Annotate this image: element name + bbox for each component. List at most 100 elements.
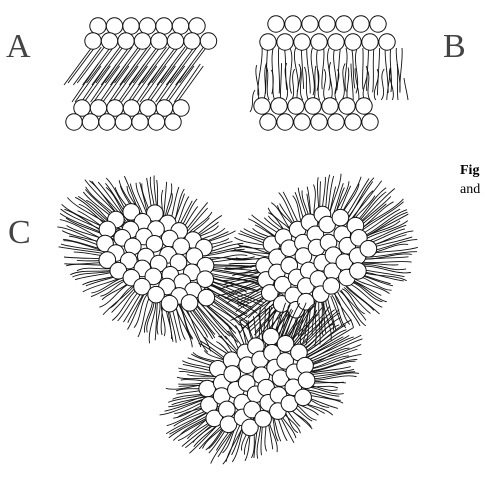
lipid-tail: [290, 48, 292, 94]
lipid-head: [336, 16, 352, 32]
panel-b-bilayer: [250, 16, 408, 130]
lipid-tail: [340, 291, 366, 326]
lipid-tail: [292, 69, 295, 100]
lipid-tail: [271, 70, 274, 100]
lipid-tail: [303, 325, 346, 354]
lipid-head: [271, 98, 287, 114]
lipid-head: [167, 33, 183, 49]
lipid-head: [332, 209, 349, 226]
lipid-head: [350, 263, 367, 280]
lipid-head: [184, 33, 200, 49]
panel-label-a: A: [6, 30, 31, 64]
lipid-head: [302, 16, 318, 32]
panel-label-b: B: [443, 30, 466, 64]
lipid-head: [101, 33, 117, 49]
lipid-tail: [297, 68, 301, 100]
panel-c-micelle-cluster: [57, 174, 418, 464]
lipid-head: [294, 34, 310, 50]
lipid-head: [298, 293, 315, 310]
lipid-tail: [347, 67, 349, 100]
lipid-tail: [346, 286, 380, 314]
lipid-head: [260, 114, 276, 130]
lipid-head: [156, 18, 172, 34]
lipid-head: [198, 289, 215, 306]
lipid-head: [285, 16, 301, 32]
lipid-head: [362, 34, 378, 50]
lipid-tail: [304, 67, 308, 100]
lipid-head: [255, 411, 272, 428]
lipid-head: [106, 18, 122, 34]
lipid-head: [328, 34, 344, 50]
lipid-head: [370, 16, 386, 32]
lipid-head: [288, 98, 304, 114]
lipid-head: [362, 114, 378, 130]
lipid-head: [319, 16, 335, 32]
lipid-tail: [400, 48, 402, 93]
lipid-tail: [381, 69, 384, 100]
panel-a-bilayer: [64, 18, 217, 130]
figure-caption-title: Fig: [460, 164, 479, 178]
lipid-head: [151, 33, 167, 49]
lipid-head: [322, 98, 338, 114]
lipid-head: [139, 18, 155, 34]
lipid-head: [115, 114, 131, 130]
lipid-head: [199, 380, 216, 397]
lipid-head: [311, 114, 327, 130]
lipid-head: [379, 34, 395, 50]
lipid-head: [118, 33, 134, 49]
lipid-tail: [149, 298, 156, 343]
lipid-tail: [385, 48, 388, 93]
lipid-head: [161, 295, 178, 312]
lipid-tail: [397, 64, 398, 100]
lipid-head: [200, 33, 216, 49]
lipid-head: [148, 114, 164, 130]
lipid-tail: [91, 277, 126, 293]
lipid-tail: [404, 78, 408, 100]
lipid-head: [294, 114, 310, 130]
lipid-head: [345, 34, 361, 50]
lipid-head: [353, 16, 369, 32]
figure-caption-text: and: [460, 183, 480, 197]
lipid-tail: [345, 48, 347, 91]
panel-label-c: C: [8, 216, 31, 250]
lipid-head: [305, 98, 321, 114]
lipid-tail: [362, 262, 412, 263]
lipid-head: [165, 114, 181, 130]
lipid-head: [189, 18, 205, 34]
lipid-head: [219, 401, 236, 418]
lipid-head: [356, 98, 372, 114]
lipid-head: [311, 34, 327, 50]
lipid-tail: [322, 48, 324, 89]
lipid-head: [134, 33, 150, 49]
lipid-head: [268, 16, 284, 32]
lipid-head: [99, 114, 115, 130]
lipid-head: [90, 18, 106, 34]
lipid-tail: [294, 48, 298, 92]
lipid-head: [323, 278, 340, 295]
lipid-head: [85, 33, 101, 49]
lipid-tail: [373, 48, 374, 92]
lipid-head: [224, 366, 241, 383]
lipid-tail: [350, 282, 382, 302]
lipid-head: [260, 34, 276, 50]
lipid-head: [66, 114, 82, 130]
lipid-head: [277, 114, 293, 130]
lipid-head: [82, 114, 98, 130]
lipid-head: [298, 372, 315, 389]
lipid-tail: [363, 48, 364, 89]
lipid-tail: [301, 48, 303, 89]
lipid-head: [360, 240, 377, 257]
lipid-head: [339, 98, 355, 114]
lipid-head: [123, 18, 139, 34]
lipid-head: [345, 114, 361, 130]
lipid-tail: [307, 48, 311, 94]
lipid-head: [277, 34, 293, 50]
lipid-tail: [278, 48, 279, 93]
lipid-tail: [311, 48, 314, 95]
lipid-head: [328, 114, 344, 130]
lipid-head: [297, 357, 314, 374]
lipid-head: [172, 18, 188, 34]
lipid-tail: [280, 63, 281, 100]
